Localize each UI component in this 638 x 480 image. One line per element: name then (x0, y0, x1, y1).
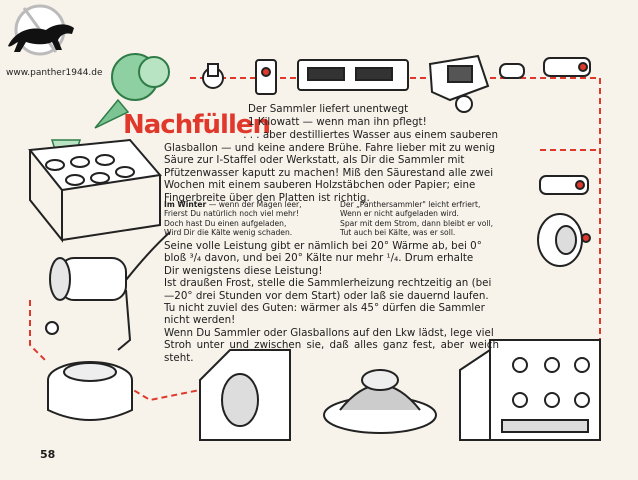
panther-logo (8, 4, 74, 56)
bulb-icon (499, 57, 591, 79)
text-line: Wenn Du Sammler oder Glasballons auf den… (164, 326, 494, 339)
relay-box-icon (297, 59, 409, 91)
verse-heading: Im Winter (164, 200, 207, 209)
intro-text: Der Sammler liefert unentwegt 1 Kilowatt… (248, 103, 427, 129)
fan-icon (45, 321, 133, 421)
verse-right: Der „Panthersammler" leicht erfriert, We… (340, 200, 493, 238)
fuse-icon (255, 59, 277, 95)
radio-set-icon (459, 339, 601, 441)
text-line: Seine volle Leistung gibt er nämlich bei… (164, 240, 482, 252)
text-line: Stroh unter und zwischen sie, daß alles … (164, 339, 499, 364)
verse-line: Frierst Du natürlich noch viel mehr! (164, 209, 299, 219)
verse-line: Doch hast Du einen aufgeladen, (164, 218, 287, 228)
lamp-icon (428, 54, 490, 113)
cap-icon (323, 369, 437, 434)
horn-icon (537, 213, 591, 267)
watermark-url: www.panther1944.de (6, 68, 103, 78)
text-line: Ist draußen Frost, stelle die Sammlerhei… (164, 277, 492, 290)
text-line: Glasballon — und keine andere Brühe. Fah… (164, 141, 496, 154)
verse-line: Tut auch bei Kälte, was er soll. (340, 228, 456, 238)
page-title: Nachfüllen (123, 110, 271, 140)
battery-icon (28, 138, 162, 243)
text-line: Dir wenigstens diese Leistung! (164, 264, 323, 277)
text-line: Pfützenwasser kaputt zu machen! Miß den … (164, 166, 494, 179)
verse-line: Wenn er nicht aufgeladen wird. (340, 209, 459, 219)
generator-icon (49, 231, 171, 351)
page-number: 58 (40, 448, 56, 461)
text-line: Säure zur I-Staffel oder Werkstatt, als … (164, 154, 465, 167)
text-line: . . . aber destilliertes Wasser aus eine… (243, 129, 498, 141)
text-line: Wochen mit einem sauberen Holzstäbchen o… (164, 179, 476, 192)
tail-light-icon (539, 175, 589, 195)
text-line: —20° drei Stunden vor dem Start) oder la… (164, 289, 489, 302)
verse-left: Im Winter — wenn der Magen leer, Frierst… (164, 200, 302, 238)
verse-line: — wenn der Magen leer, (206, 200, 302, 209)
verse-line: Der „Panthersammler" leicht erfriert, (340, 200, 481, 209)
heater-icon (199, 349, 291, 441)
body-paragraph-1: . . . aber destilliertes Wasser aus eine… (164, 129, 498, 205)
text-line: Fingerbreite über den Platten ist richti… (164, 191, 370, 204)
intro-line: Der Sammler liefert unentwegt (248, 103, 409, 115)
verse-line: Wird Dir die Kälte wenig schaden. (164, 228, 293, 238)
switch-icon (202, 63, 224, 89)
intro-line: 1 Kilowatt — wenn man ihn pflegt! (248, 116, 427, 128)
body-paragraph-2: Seine volle Leistung gibt er nämlich bei… (164, 240, 499, 364)
text-line: nicht werden! (164, 314, 236, 327)
text-line: Tu nicht zuviel des Guten: wärmer als 45… (164, 302, 485, 315)
text-line: bloß ³/₄ davon, und bei 20° Kälte nur me… (164, 252, 474, 265)
verse-line: Spar mit dem Strom, dann bleibt er voll, (340, 218, 494, 228)
